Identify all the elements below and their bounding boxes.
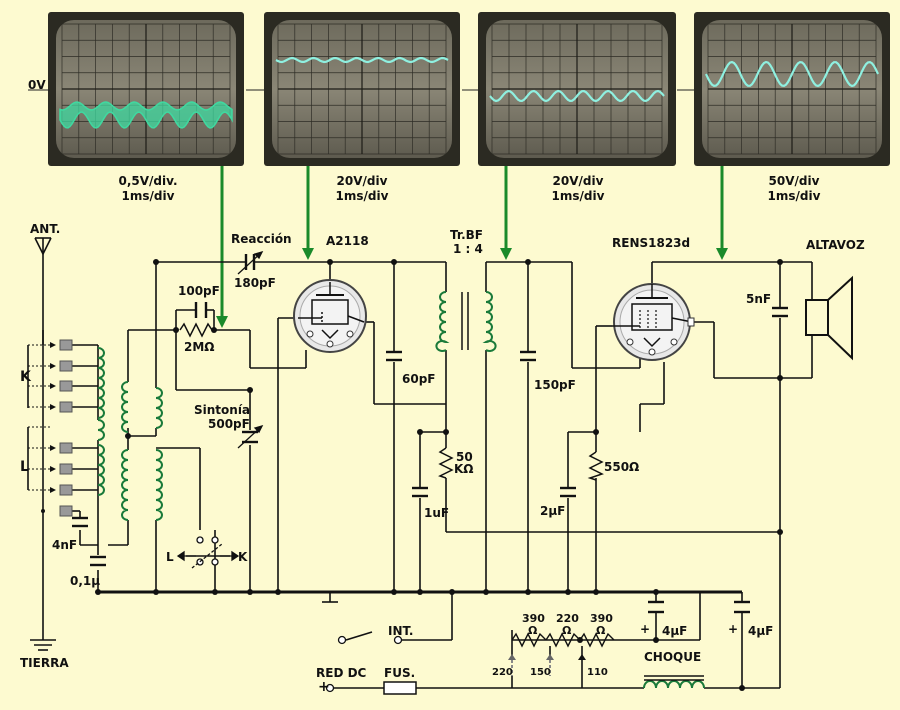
tube-rens1823d xyxy=(612,283,695,361)
tube-a2118 xyxy=(293,279,367,353)
capacitors xyxy=(72,254,788,614)
cap-4uf-2-label: 4µF xyxy=(748,624,774,638)
res-50k-unit: KΩ xyxy=(454,462,474,476)
oscilloscope-screens xyxy=(48,12,890,166)
cap-5nf-label: 5nF xyxy=(746,292,772,306)
scope4-caption: 50V/div 1ms/div xyxy=(724,174,864,204)
cap-100pf-label: 100pF xyxy=(178,284,220,298)
dropper-resistors xyxy=(511,632,615,648)
scope1-caption: 0,5V/div. 1ms/div xyxy=(78,174,218,204)
ground-label: TIERRA xyxy=(20,656,69,670)
cap-2uf-label: 2µF xyxy=(540,504,566,518)
junction-dots xyxy=(41,259,783,691)
res-220-unit: Ω xyxy=(562,624,572,637)
transformer-label: Tr.BF xyxy=(450,228,483,242)
tap-220-label: 220 xyxy=(492,667,513,678)
switch-l-label: L xyxy=(166,550,174,564)
scope3-caption: 20V/div 1ms/div xyxy=(508,174,648,204)
res-390b-value: 390 xyxy=(590,612,613,625)
coils xyxy=(97,291,705,689)
resistors xyxy=(179,322,604,481)
reaction-label: Reacción xyxy=(231,232,292,246)
speaker-label: ALTAVOZ xyxy=(806,238,865,252)
antenna-label: ANT. xyxy=(30,222,61,236)
res-390a-unit: Ω xyxy=(528,624,538,637)
switch-int-label: INT. xyxy=(388,624,414,638)
scope1-volts: 0,5V/div. xyxy=(118,174,178,188)
res-220-value: 220 xyxy=(556,612,579,625)
cap-4nf-label: 4nF xyxy=(52,538,78,552)
scope2-volts: 20V/div xyxy=(336,174,388,188)
zero-volt-label: 0V xyxy=(28,78,46,92)
transformer-ratio: 1 : 4 xyxy=(453,242,483,256)
res-50k-value: 50 xyxy=(456,450,473,464)
switch-k-label: K xyxy=(238,550,248,564)
circuit-wires xyxy=(27,237,813,689)
fuse-icon xyxy=(383,681,417,695)
probe-arrows xyxy=(216,166,728,328)
scope1-time: 1ms/div xyxy=(121,189,175,203)
scope3-volts: 20V/div xyxy=(552,174,604,188)
tube2-label: RENS1823d xyxy=(612,236,691,250)
cap-1uf-label: 1uF xyxy=(424,506,450,520)
mains-label: RED DC xyxy=(316,666,367,680)
band-k-label: K xyxy=(20,369,31,385)
cap-150pf-label: 150pF xyxy=(534,378,576,392)
tap-150-label: 150 xyxy=(530,667,551,678)
scope-1 xyxy=(48,12,244,166)
fuse-label: FUS. xyxy=(384,666,416,680)
cap-500pf-label: 500pF xyxy=(208,417,250,431)
scope4-time: 1ms/div xyxy=(767,189,821,203)
mains-plus: + xyxy=(318,679,330,695)
cap-4uf-1-plus: + xyxy=(640,622,651,636)
scope3-time: 1ms/div xyxy=(551,189,605,203)
res-550-label: 550Ω xyxy=(604,460,640,474)
cap-4uf-2-plus: + xyxy=(728,622,739,636)
res-2m-label: 2MΩ xyxy=(184,340,215,354)
scope2-time: 1ms/div xyxy=(335,189,389,203)
scope-3 xyxy=(478,12,676,166)
tap-110-label: 110 xyxy=(587,667,608,678)
scope-2 xyxy=(264,12,460,166)
scope-4 xyxy=(694,12,890,166)
tuning-label: Sintonía xyxy=(194,403,251,417)
res-390a-value: 390 xyxy=(522,612,545,625)
speaker-icon xyxy=(805,275,853,361)
res-390b-unit: Ω xyxy=(596,624,606,637)
band-l-label: L xyxy=(20,459,29,475)
choke-label: CHOQUE xyxy=(644,650,702,664)
cap-01u-label: 0,1µ xyxy=(70,574,101,588)
cap-180pf-label: 180pF xyxy=(234,276,276,290)
cap-60pf-label: 60pF xyxy=(402,372,436,386)
scope2-caption: 20V/div 1ms/div xyxy=(292,174,432,204)
tube1-label: A2118 xyxy=(326,234,369,248)
cap-4uf-1-label: 4µF xyxy=(662,624,688,638)
scope4-volts: 50V/div xyxy=(768,174,820,188)
